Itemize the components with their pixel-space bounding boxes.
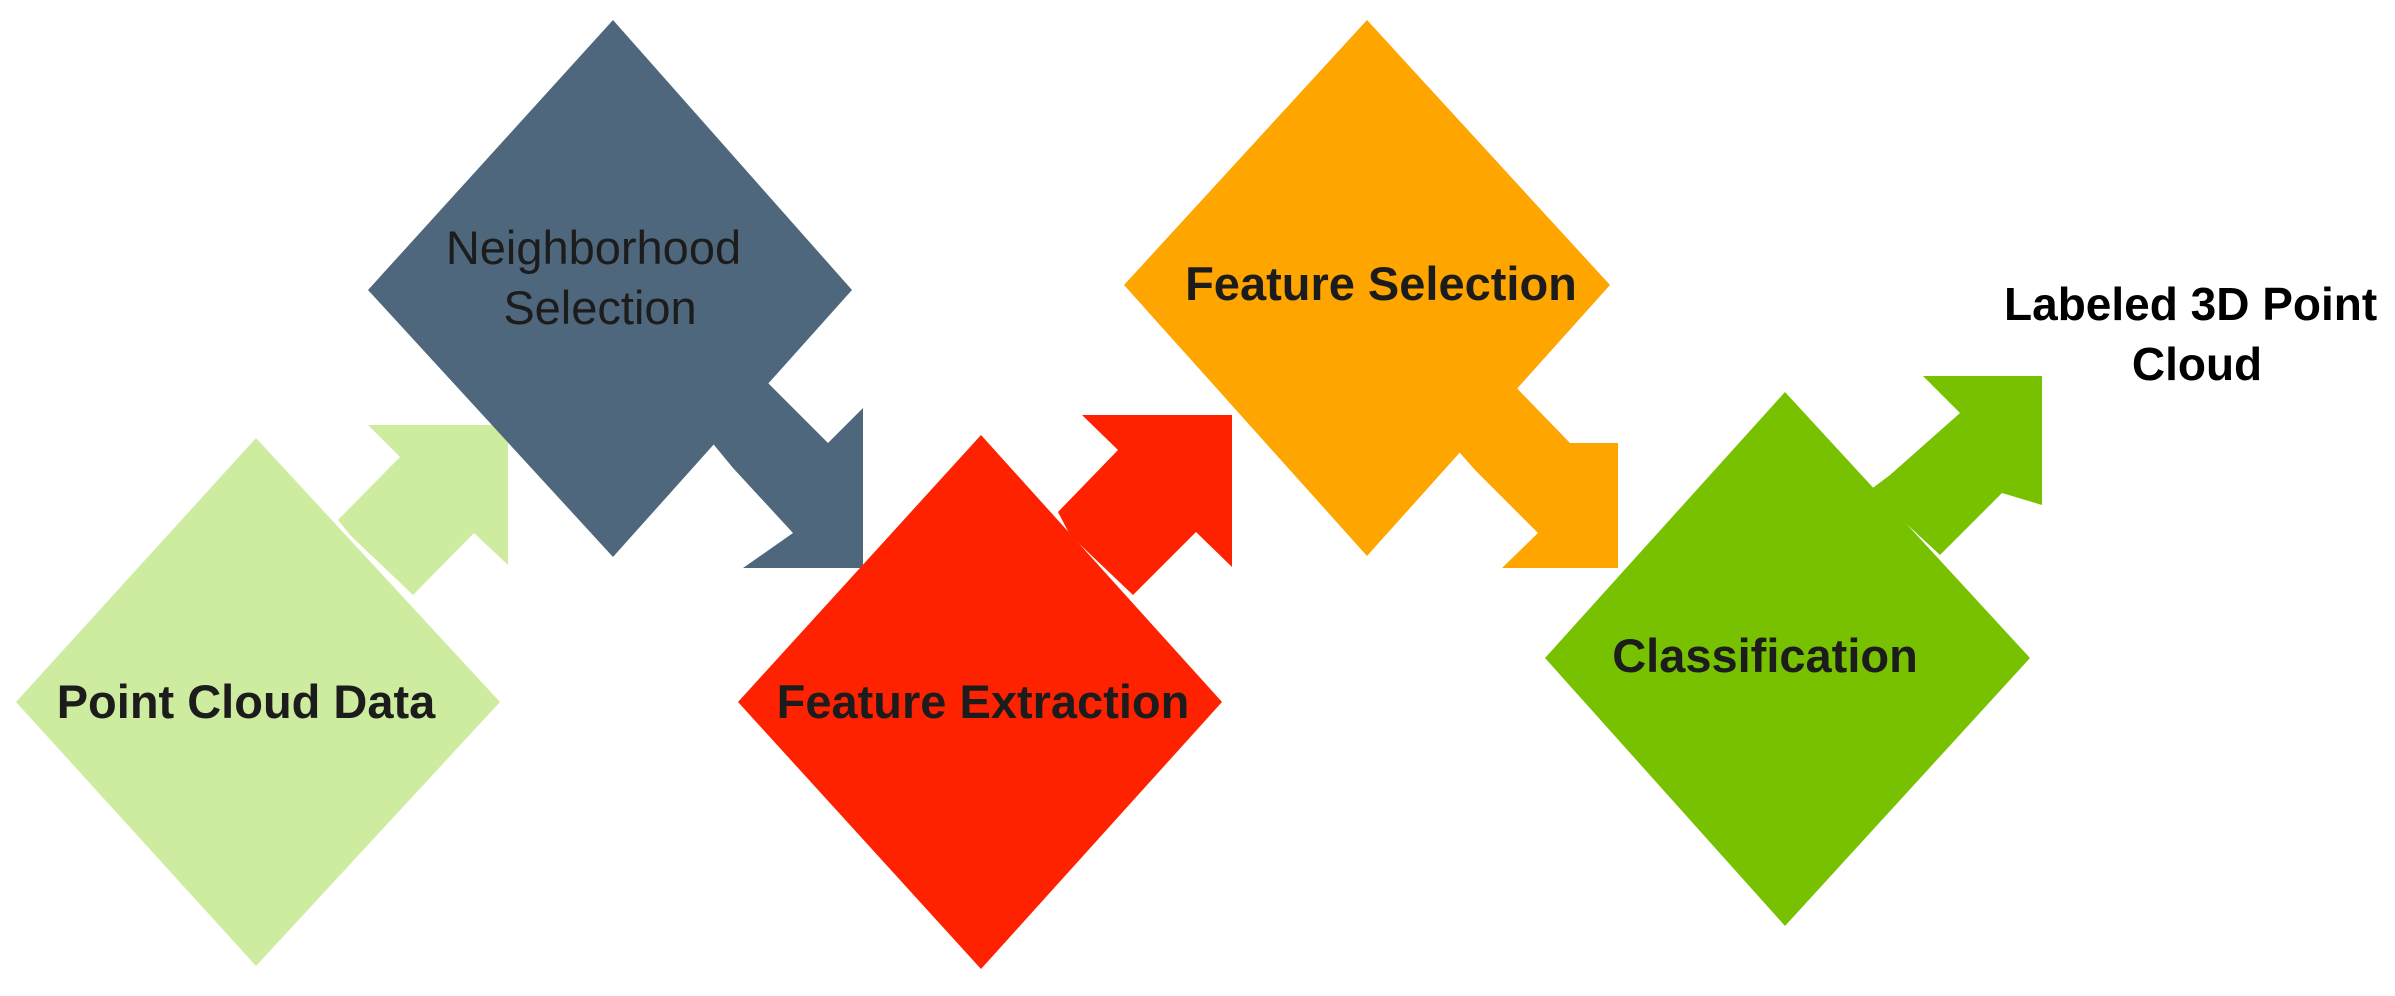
feature-extraction-diamond bbox=[738, 435, 1222, 969]
neighborhood-selection-diamond bbox=[368, 20, 852, 557]
arrow-point-cloud-to-neighborhood bbox=[338, 425, 508, 595]
classification-diamond bbox=[1545, 392, 2030, 926]
arrow-classification-to-output bbox=[1870, 376, 2042, 555]
arrow-extraction-to-selection bbox=[1058, 415, 1232, 595]
feature-selection-diamond bbox=[1124, 20, 1610, 556]
labeled-3d-point-cloud-label: Labeled 3D Point Cloud bbox=[2004, 278, 2390, 390]
feature-extraction-label: Feature Extraction bbox=[777, 675, 1190, 728]
point-cloud-data-label: Point Cloud Data bbox=[57, 675, 436, 728]
neighborhood-selection-label: Neighborhood Selection bbox=[446, 221, 754, 334]
arrow-neighborhood-to-extraction bbox=[705, 378, 863, 568]
classification-label: Classification bbox=[1612, 629, 1918, 682]
feature-selection-label: Feature Selection bbox=[1185, 257, 1577, 310]
arrow-selection-to-classification bbox=[1445, 376, 1618, 568]
point-cloud-data-diamond bbox=[16, 438, 500, 966]
